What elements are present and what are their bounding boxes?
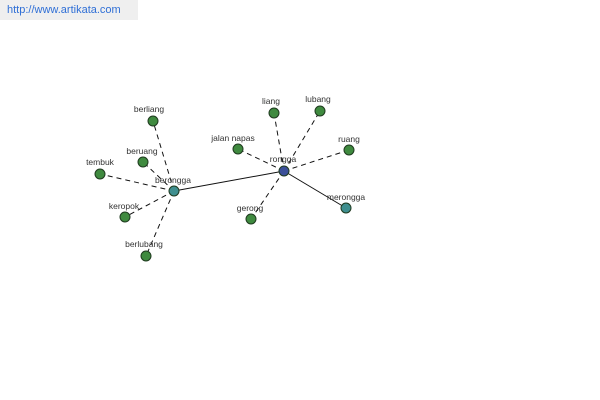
node-rongga[interactable] [278,165,290,177]
node-label-keropok: keropok [109,201,140,211]
edge-rongga-merongga [283,170,347,209]
edge-rongga-liang [273,112,285,172]
node-beruang[interactable] [137,156,149,168]
node-label-ruang: ruang [338,134,360,144]
node-label-liang: liang [262,96,280,106]
edge-berongga-berliang [152,120,175,192]
graph-nodes [94,105,355,262]
node-label-beruang: beruang [126,146,157,156]
graph-labels: rongga berongga merongga liang lubang ruang ja… [86,94,365,249]
node-berlubang[interactable] [140,250,152,262]
node-label-rongga: rongga [270,154,297,164]
edge-rongga-gerong [250,170,285,220]
graph-edges [99,110,350,257]
node-label-merongga: merongga [327,192,366,202]
node-jalan-napas[interactable] [232,143,244,155]
node-label-berlubang: berlubang [125,239,163,249]
node-merongga[interactable] [340,202,352,214]
node-label-gerong: gerong [237,203,264,213]
node-label-jalan-napas: jalan napas [210,133,254,143]
edge-berongga-berlubang [145,190,175,257]
node-gerong[interactable] [245,213,257,225]
node-ruang[interactable] [343,144,355,156]
node-label-berongga: berongga [155,175,191,185]
url-banner: http://www.artikata.com [0,0,138,20]
node-lubang[interactable] [314,105,326,117]
node-label-tembuk: tembuk [86,157,115,167]
edge-rongga-ruang [283,149,350,172]
node-keropok[interactable] [119,211,131,223]
edge-berongga-keropok [124,190,175,218]
node-label-lubang: lubang [305,94,331,104]
node-label-berliang: berliang [134,104,165,114]
edge-berongga-tembuk [99,173,175,192]
node-liang[interactable] [268,107,280,119]
node-berliang[interactable] [147,115,159,127]
node-berongga[interactable] [168,185,180,197]
edge-rongga-lubang [283,110,321,172]
edge-rongga-berongga [173,170,285,192]
edge-berongga-beruang [142,161,175,192]
node-tembuk[interactable] [94,168,106,180]
